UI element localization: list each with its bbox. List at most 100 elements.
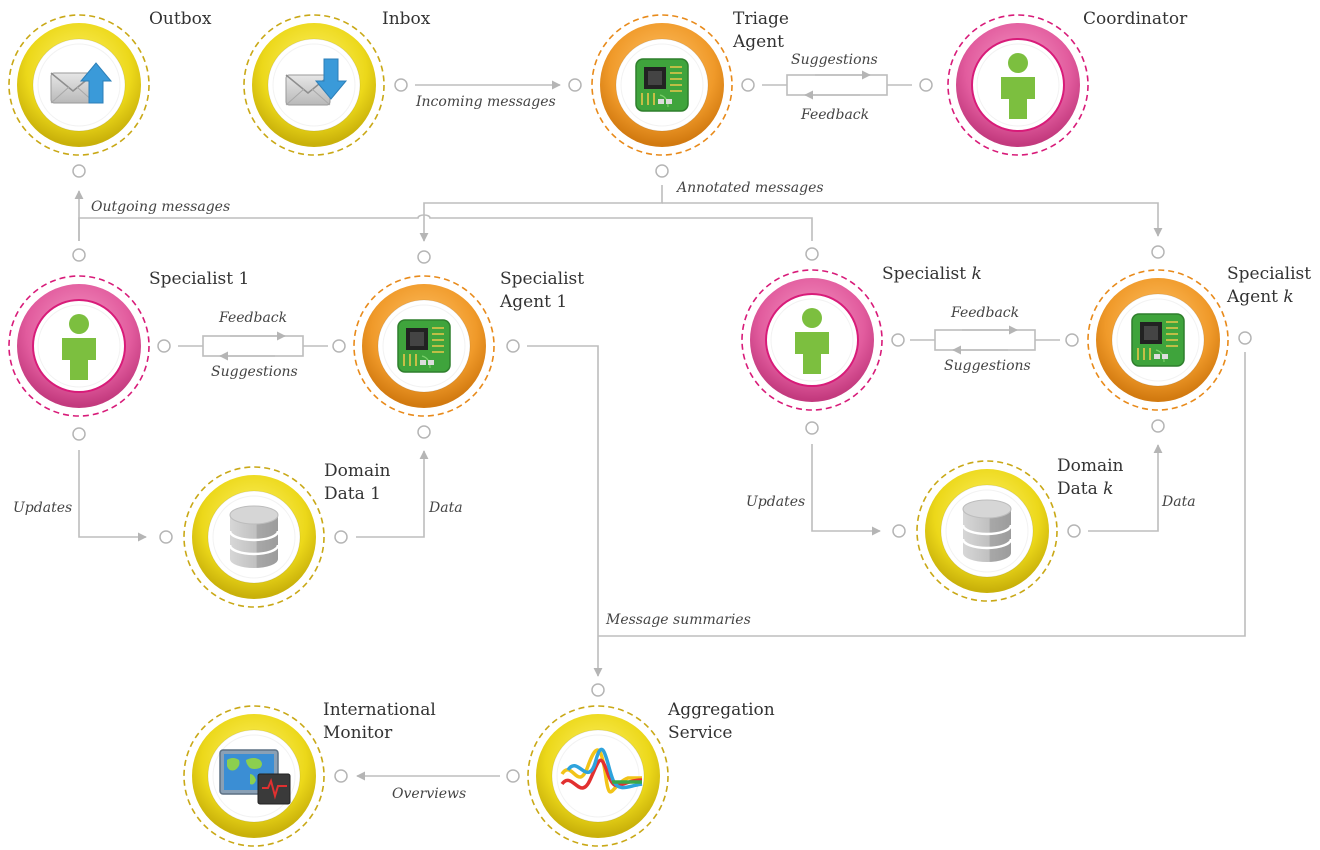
edge-sk-agent-box [934, 329, 1036, 351]
label-annotated: Annotated messages [675, 180, 824, 196]
label-updates-1: Updates [13, 500, 72, 516]
edge-data-k [1088, 444, 1163, 532]
dashed-halo [8, 275, 150, 417]
label-triage-line1: Triage [733, 9, 789, 29]
label-s1-feedback: Feedback [218, 310, 287, 326]
label-outgoing: Outgoing messages [91, 199, 230, 215]
label-domain1-line1: Domain [324, 461, 391, 481]
edge-updates-k [811, 444, 881, 536]
label-outbox: Outbox [149, 9, 212, 29]
person-icon [795, 308, 829, 374]
world-map-monitor-icon [219, 749, 291, 805]
port [394, 78, 408, 92]
node-domain-data-1 [183, 466, 325, 608]
node-labels: Outbox Inbox Triage Agent Coordinator Sp… [149, 9, 1311, 743]
label-domaink-text: Data [1057, 479, 1098, 499]
label-incoming: Incoming messages [415, 94, 556, 110]
label-domaink-line2: Data k [1057, 479, 1113, 499]
label-specialist-k-text: Specialist [882, 264, 966, 284]
dashed-halo [741, 269, 883, 411]
port [334, 769, 348, 783]
port [568, 78, 582, 92]
node-specialist-k [741, 269, 883, 411]
dashed-halo [1087, 269, 1229, 411]
node-aggregation-service [527, 705, 669, 847]
label-coordinator: Coordinator [1083, 9, 1188, 29]
person-icon [1001, 53, 1035, 119]
node-outbox [8, 14, 150, 156]
edge-annotated-1 [419, 185, 663, 242]
node-specialist-agent-1 [353, 275, 495, 417]
port [506, 769, 520, 783]
label-aggregation-line2: Service [668, 723, 732, 743]
port [417, 250, 431, 264]
port [332, 339, 346, 353]
edge-triage-coord-box [786, 74, 888, 96]
label-specagentk-var: k [1283, 287, 1293, 307]
label-specagent1-line1: Specialist [500, 269, 584, 289]
dashed-halo [183, 466, 325, 608]
port [741, 78, 755, 92]
label-domaink-line1: Domain [1057, 456, 1124, 476]
port [805, 247, 819, 261]
dashed-halo [591, 14, 733, 156]
label-updates-k: Updates [746, 494, 805, 510]
port [919, 78, 933, 92]
label-monitor-line1: International [323, 700, 436, 720]
edge-s1-agent-box [202, 335, 304, 357]
label-data-k: Data [1161, 494, 1196, 510]
port [655, 164, 669, 178]
port [72, 248, 86, 262]
node-specialist-1 [8, 275, 150, 417]
edge-labels: Incoming messages Outgoing messages Anno… [13, 52, 1196, 802]
port [506, 339, 520, 353]
port [72, 164, 86, 178]
edge-data-1 [356, 450, 429, 538]
port [1151, 419, 1165, 433]
label-sk-feedback: Feedback [950, 305, 1019, 321]
signal-waves-icon [560, 747, 643, 794]
node-specialist-agent-k [1087, 269, 1229, 411]
dashed-halo [916, 460, 1058, 602]
dashed-halo [353, 275, 495, 417]
label-specagentk-text: Agent [1226, 287, 1278, 307]
label-specialist-1: Specialist 1 [149, 269, 249, 289]
dashed-halo [183, 705, 325, 847]
mail-download-icon [285, 58, 348, 106]
port [591, 683, 605, 697]
node-coordinator [947, 14, 1089, 156]
dashed-halo [243, 14, 385, 156]
edge-updates-1 [78, 450, 147, 542]
port [159, 530, 173, 544]
label-specagentk-line2: Agent k [1226, 287, 1294, 307]
port [892, 524, 906, 538]
label-aggregation-line1: Aggregation [667, 700, 775, 720]
label-monitor-line2: Monitor [323, 723, 393, 743]
port [1151, 245, 1165, 259]
label-domain1-line2: Data 1 [324, 484, 381, 504]
label-triage-suggestions: Suggestions [791, 52, 878, 68]
port [1067, 524, 1081, 538]
port [805, 421, 819, 435]
edge-outgoing-k [78, 214, 813, 241]
label-sk-suggestions: Suggestions [944, 358, 1031, 374]
edge-summaries-k [598, 352, 1246, 637]
label-specialist-k: Specialist k [882, 264, 982, 284]
label-triage-line2: Agent [732, 32, 784, 52]
person-icon [62, 314, 96, 380]
node-triage-agent [591, 14, 733, 156]
database-icon [228, 505, 280, 568]
node-inbox [243, 14, 385, 156]
edge-summaries-1 [527, 345, 603, 677]
label-specagent1-line2: Agent 1 [499, 292, 567, 312]
connectors [74, 70, 1246, 781]
dashed-halo [527, 705, 669, 847]
port [417, 425, 431, 439]
label-summaries: Message summaries [605, 612, 751, 628]
port [334, 530, 348, 544]
port [72, 427, 86, 441]
label-specagentk-line1: Specialist [1227, 264, 1311, 284]
label-domaink-var: k [1103, 479, 1113, 499]
port [891, 333, 905, 347]
